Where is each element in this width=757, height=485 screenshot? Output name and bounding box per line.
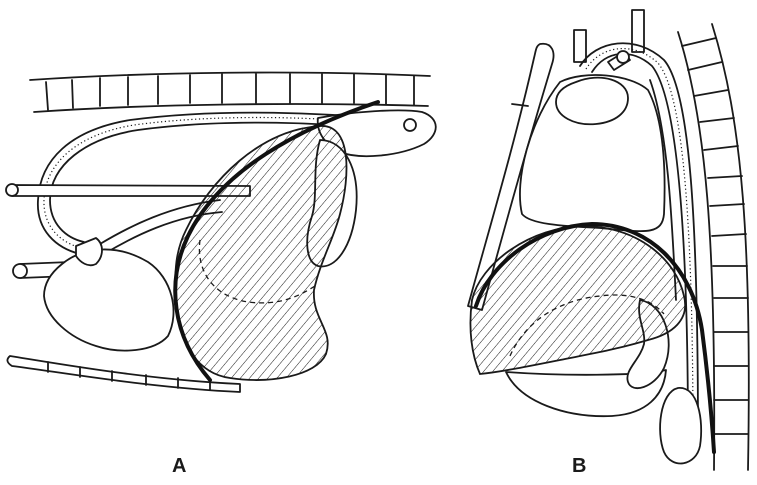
heart-a xyxy=(44,238,174,351)
panel-a: A xyxy=(6,73,436,477)
trachea-b xyxy=(608,51,630,70)
panel-b-label: B xyxy=(572,455,586,477)
panel-a-label: A xyxy=(172,455,186,477)
dorsal-organ-b xyxy=(660,388,701,464)
panel-b: B xyxy=(468,10,749,477)
liver-mass-a xyxy=(175,126,346,380)
